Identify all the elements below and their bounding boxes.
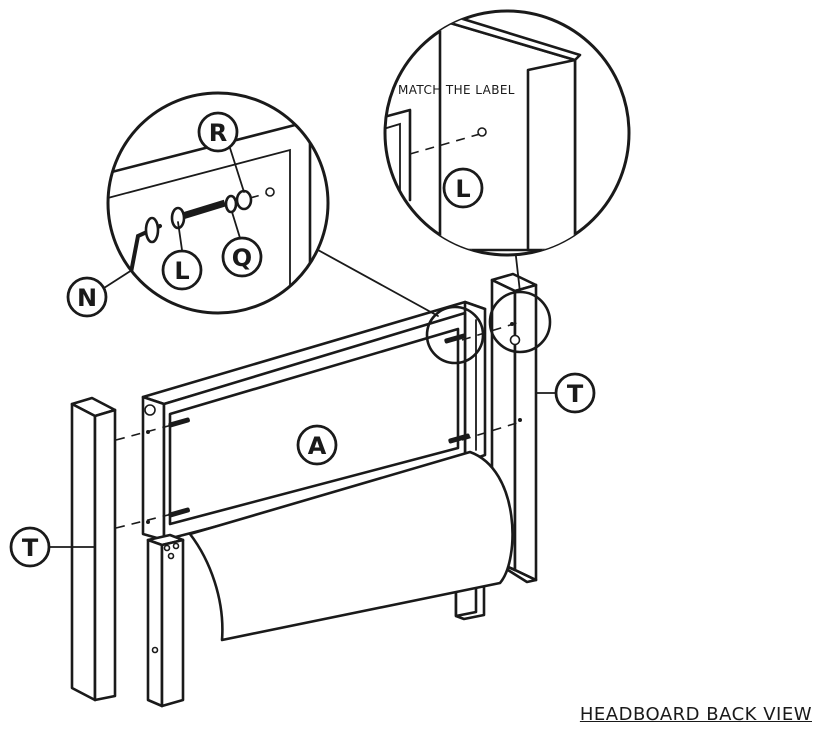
bolt-right-bottom <box>448 433 470 444</box>
label-l-match-text: L <box>455 175 470 203</box>
label-t-right-text: T <box>567 380 584 408</box>
label-a: A <box>296 424 338 466</box>
label-l-hardware: L <box>161 221 203 291</box>
leader-line-left <box>317 249 439 317</box>
front-left-leg <box>146 533 185 708</box>
label-t-right: T <box>535 372 596 414</box>
left-post-t <box>70 396 117 702</box>
label-t-left: T <box>9 526 96 568</box>
left-top-hole <box>144 404 156 416</box>
right-post-hole <box>509 334 521 346</box>
bolt-left-bottom <box>168 507 190 518</box>
match-label-callout: MATCH THE LABEL <box>383 9 631 257</box>
label-q-text: Q <box>232 244 252 272</box>
headboard-back-view-caption: HEADBOARD BACK VIEW <box>579 704 812 725</box>
washer-q <box>224 194 238 214</box>
bolt-left-top <box>168 417 190 428</box>
headboard-panel-a <box>141 300 514 642</box>
panel-bolts <box>146 322 522 524</box>
bolt-right-top <box>444 333 466 344</box>
label-q: Q <box>221 211 263 278</box>
label-a-text: A <box>308 432 327 460</box>
barrel-nut-r <box>235 189 253 211</box>
detail-ring-bolt <box>425 305 485 365</box>
label-l-hardware-text: L <box>174 257 189 285</box>
label-r-text: R <box>209 119 227 147</box>
label-n: N <box>66 269 133 318</box>
label-l-match: L <box>442 167 484 209</box>
label-n-text: N <box>77 284 97 312</box>
label-t-left-text: T <box>22 534 39 562</box>
match-the-label-note: MATCH THE LABEL <box>398 83 515 97</box>
label-r: R <box>197 111 245 193</box>
